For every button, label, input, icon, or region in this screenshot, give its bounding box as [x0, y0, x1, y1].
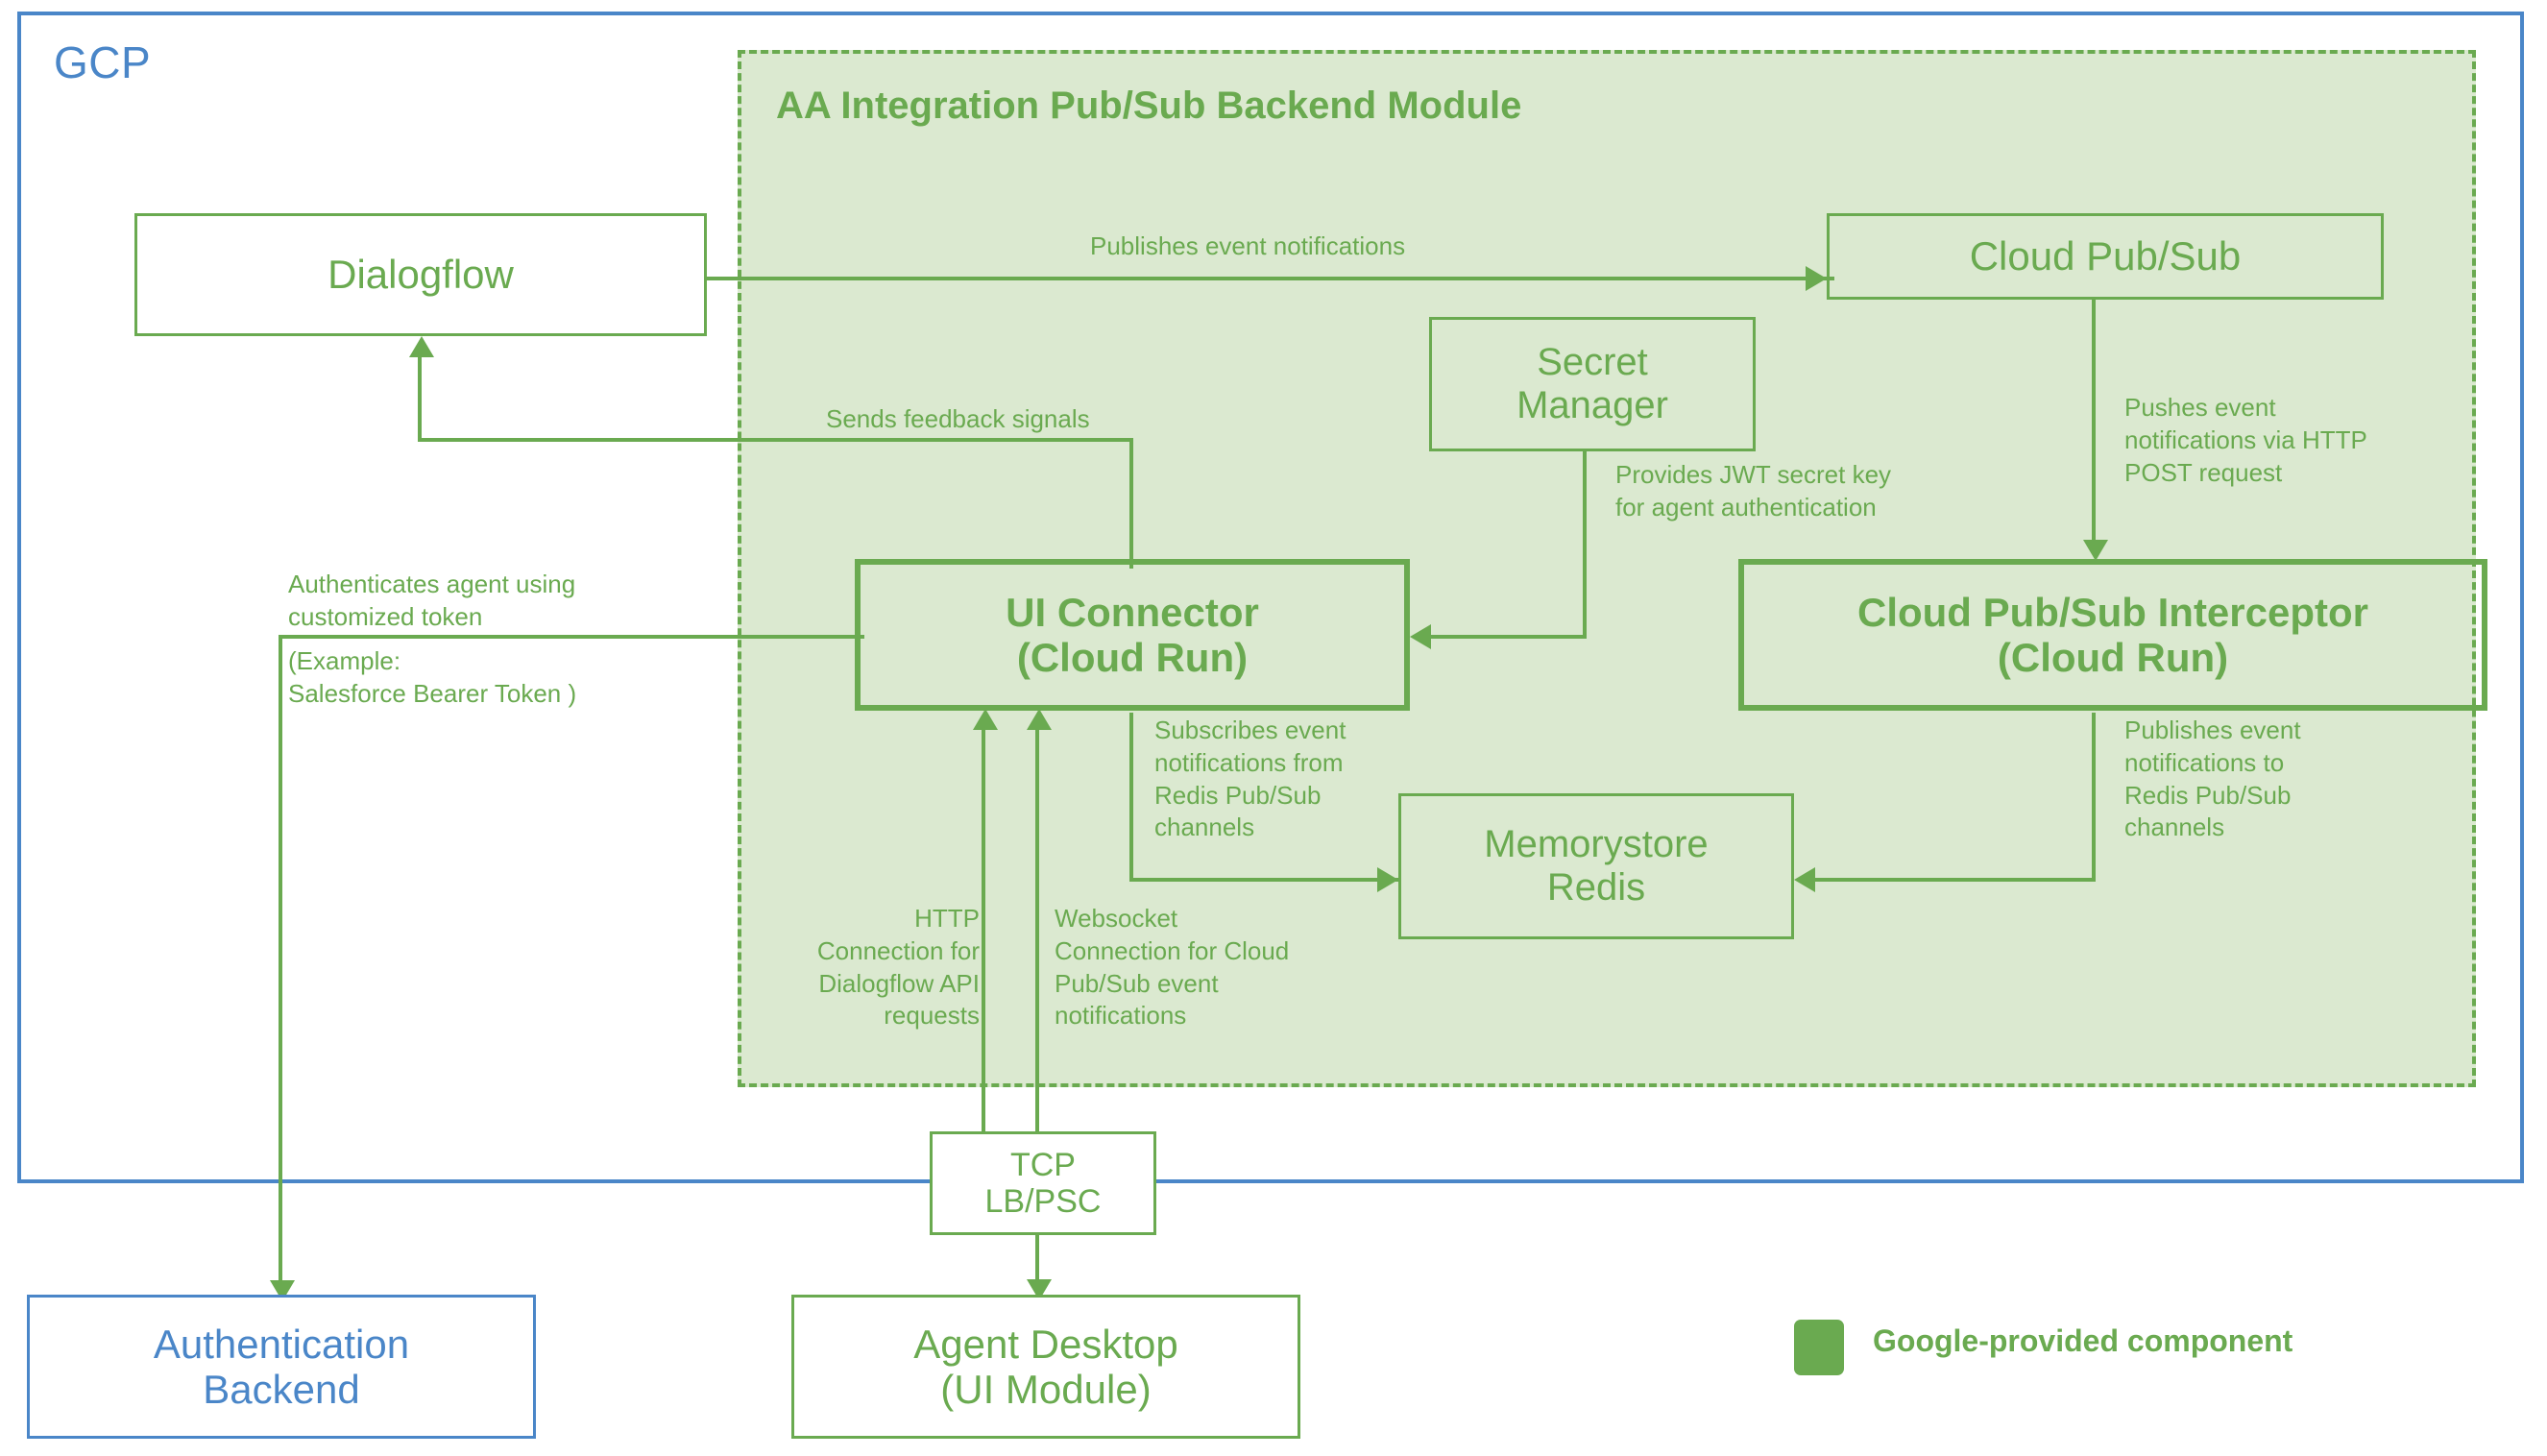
- node-authentication-backend-label: Authentication Backend: [153, 1321, 410, 1412]
- node-memorystore-redis-label: Memorystore Redis: [1484, 823, 1709, 909]
- edge-label-authenticates-agent: Authenticates agent using customized tok…: [288, 570, 576, 631]
- node-dialogflow-label: Dialogflow: [327, 252, 514, 298]
- edge-pubsub-to-interceptor-line: [2092, 298, 2096, 547]
- edge-uiconnector-to-auth-h: [279, 635, 864, 639]
- node-pubsub-interceptor-label: Cloud Pub/Sub Interceptor (Cloud Run): [1857, 589, 2368, 680]
- edge-interceptor-to-redis-v: [2092, 713, 2096, 882]
- edge-label-publishes-to-redis: Publishes event notifications to Redis P…: [2124, 716, 2301, 842]
- node-memorystore-redis[interactable]: Memorystore Redis: [1398, 793, 1794, 939]
- node-ui-connector[interactable]: UI Connector (Cloud Run): [855, 559, 1410, 711]
- node-cloud-pubsub-label: Cloud Pub/Sub: [1969, 233, 2242, 279]
- edge-uiconnector-to-dialogflow-seg-v2: [418, 357, 422, 442]
- edge-uiconnector-to-redis-v: [1129, 713, 1133, 882]
- edge-uiconnector-to-redis-h: [1129, 878, 1398, 882]
- node-agent-desktop-label: Agent Desktop (UI Module): [913, 1321, 1178, 1412]
- node-secret-manager[interactable]: Secret Manager: [1429, 317, 1756, 451]
- node-tcp-lb-psc-label: TCP LB/PSC: [984, 1146, 1102, 1220]
- edge-secretmanager-to-uiconnector-h: [1431, 635, 1587, 639]
- edge-tcplb-to-agentdesktop-line: [1035, 1229, 1039, 1287]
- edge-label-pushes-event-http: Pushes event notifications via HTTP POST…: [2124, 393, 2367, 487]
- edge-uiconnector-to-redis-arrowhead: [1377, 867, 1398, 892]
- edge-label-sends-feedback-signals: Sends feedback signals: [826, 404, 1090, 433]
- node-cloud-pubsub[interactable]: Cloud Pub/Sub: [1827, 213, 2384, 300]
- pubsub-backend-module-title: AA Integration Pub/Sub Backend Module: [776, 85, 1522, 127]
- edge-label-http-connection: HTTP Connection for Dialogflow API reque…: [816, 904, 980, 1031]
- edge-pubsub-to-interceptor-arrowhead: [2083, 540, 2108, 561]
- gcp-zone-label: GCP: [54, 37, 152, 87]
- node-authentication-backend[interactable]: Authentication Backend: [27, 1295, 536, 1439]
- pubsub-backend-module-frame: [738, 50, 2476, 1087]
- edge-uiconnector-to-dialogflow-arrowhead: [409, 336, 434, 357]
- edge-interceptor-to-redis-h: [1815, 878, 2096, 882]
- node-secret-manager-label: Secret Manager: [1516, 341, 1668, 426]
- edge-interceptor-to-redis-arrowhead: [1794, 867, 1815, 892]
- edge-secretmanager-to-uiconnector-v: [1583, 451, 1587, 639]
- edge-label-subscribes-event: Subscribes event notifications from Redi…: [1154, 716, 1346, 842]
- edge-label-publishes-event-notifications: Publishes event notifications: [1090, 231, 1406, 260]
- node-agent-desktop[interactable]: Agent Desktop (UI Module): [791, 1295, 1300, 1439]
- edge-label-provides-jwt: Provides JWT secret key for agent authen…: [1615, 460, 1892, 522]
- node-ui-connector-label: UI Connector (Cloud Run): [1006, 589, 1259, 680]
- edge-uiconnector-to-dialogflow-seg-h: [418, 438, 1133, 442]
- edge-label-websocket-connection: Websocket Connection for Cloud Pub/Sub e…: [1055, 904, 1290, 1031]
- edge-websocket-connection-arrowhead: [1027, 709, 1052, 730]
- edge-http-connection-line: [982, 730, 985, 1133]
- edge-label-authenticates-agent-example: (Example: Salesforce Bearer Token ): [288, 646, 577, 708]
- edge-secretmanager-to-uiconnector-arrowhead: [1410, 624, 1431, 649]
- edge-dialogflow-to-pubsub: [706, 277, 1834, 280]
- gcp-zone-frame: [17, 12, 2524, 1183]
- edge-dialogflow-to-pubsub-arrowhead: [1806, 266, 1827, 291]
- edge-http-connection-arrowhead: [973, 709, 998, 730]
- node-tcp-lb-psc[interactable]: TCP LB/PSC: [930, 1131, 1156, 1235]
- edge-uiconnector-to-dialogflow-seg-v1: [1129, 442, 1133, 569]
- legend-green-swatch-icon: [1794, 1320, 1844, 1375]
- node-dialogflow[interactable]: Dialogflow: [134, 213, 707, 336]
- edge-uiconnector-to-auth-v: [279, 635, 282, 1288]
- node-pubsub-interceptor[interactable]: Cloud Pub/Sub Interceptor (Cloud Run): [1738, 559, 2487, 711]
- edge-websocket-connection-line: [1035, 730, 1039, 1133]
- legend-label: Google-provided component: [1873, 1323, 2293, 1358]
